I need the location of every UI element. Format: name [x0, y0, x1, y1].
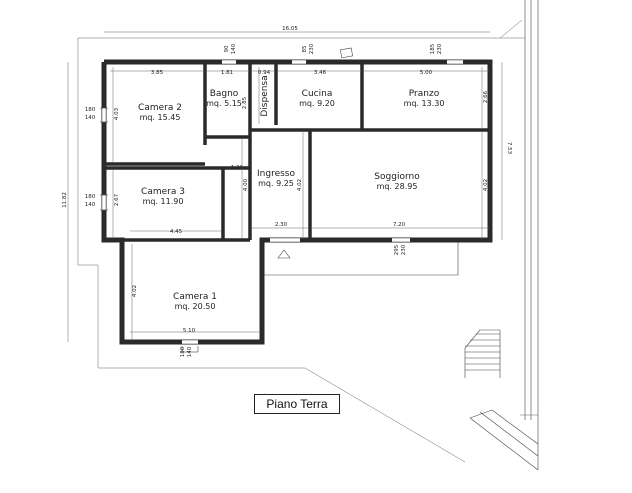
room-soggiorno-area: mq. 28.95: [377, 182, 418, 191]
room-ingresso-name: Ingresso: [257, 169, 295, 179]
ramp: [469, 409, 539, 471]
chimney-icon: [340, 47, 353, 59]
dim-ingresso-depth-left: 4.00: [243, 178, 249, 191]
dim-camera3-depth: 2.67: [114, 193, 120, 206]
room-dispensa-name: Dispensa: [260, 75, 270, 116]
dim-camera1-depth: 4.02: [132, 285, 138, 297]
stairs: [464, 329, 501, 378]
win-soggiorno-a: 295: [394, 244, 400, 255]
room-camera1-name: Camera 1: [173, 292, 217, 302]
dim-bagno-depth: 2.85: [242, 96, 248, 109]
dimension-lines: [67, 31, 503, 342]
room-bagno-area: mq. 5.15: [206, 99, 242, 108]
room-camera1-area: mq. 20.50: [175, 302, 216, 311]
dim-pranzo-width: 5.00: [420, 70, 433, 76]
dim-camera2-width: 3.85: [151, 70, 164, 76]
room-ingresso-area: mq. 9.25: [258, 179, 294, 188]
interior-walls: [104, 62, 490, 242]
win-pranzo-a: 185: [430, 43, 436, 54]
win-cucina-a: 85: [302, 45, 308, 52]
dim-right-depth: 7.53: [506, 142, 512, 155]
win-camera2-b: 140: [85, 115, 96, 121]
dim-soggiorno-width: 7.20: [393, 222, 406, 228]
exterior-walls: [101, 59, 493, 345]
dim-overall-depth: 11.82: [62, 192, 68, 208]
porch: [261, 240, 459, 276]
dim-camera1-width: 5.10: [183, 328, 196, 334]
dim-ingresso-width: 2.30: [275, 222, 288, 228]
dim-corridor-width: 1.20: [231, 165, 244, 171]
window-frames: [100, 107, 199, 353]
win-camera3-a: 180: [85, 194, 96, 200]
dim-camera2-depth: 4.03: [114, 107, 120, 120]
room-pranzo-area: mq. 13.30: [404, 99, 445, 108]
windows: [102, 60, 463, 344]
dim-pranzo-depth: 2.66: [483, 90, 489, 103]
room-bagno-name: Bagno: [210, 89, 239, 99]
win-camera2-a: 180: [85, 107, 96, 113]
win-camera3-b: 140: [85, 202, 96, 208]
dim-camera3-width: 4.45: [170, 229, 183, 235]
win-camera1-a: 180: [180, 346, 186, 357]
site-outline: [77, 0, 539, 470]
win-bagno-b: 140: [231, 43, 237, 54]
win-soggiorno-b: 230: [401, 244, 407, 255]
win-camera1-b: 140: [187, 346, 193, 357]
dim-overall-width: 16.05: [282, 26, 298, 32]
win-pranzo-b: 230: [437, 43, 443, 54]
dim-ingresso-depth-right: 4.02: [297, 179, 303, 191]
floor-title: Piano Terra: [254, 394, 340, 414]
room-soggiorno-name: Soggiorno: [374, 172, 420, 182]
room-camera2-name: Camera 2: [138, 103, 182, 113]
dim-dispensa-width: 0.94: [258, 70, 271, 76]
dim-cucina-width: 3.46: [314, 70, 327, 76]
dim-soggiorno-depth: 4.02: [483, 179, 489, 191]
room-camera3-area: mq. 11.90: [143, 197, 184, 206]
room-camera2-area: mq. 15.45: [140, 113, 181, 122]
win-cucina-b: 230: [309, 43, 315, 54]
room-camera3-name: Camera 3: [141, 187, 185, 197]
room-cucina-name: Cucina: [302, 89, 333, 99]
room-pranzo-name: Pranzo: [409, 89, 440, 99]
room-cucina-area: mq. 9.20: [299, 99, 335, 108]
dim-bagno-width: 1.81: [221, 70, 233, 76]
win-bagno-a: 90: [224, 45, 230, 52]
